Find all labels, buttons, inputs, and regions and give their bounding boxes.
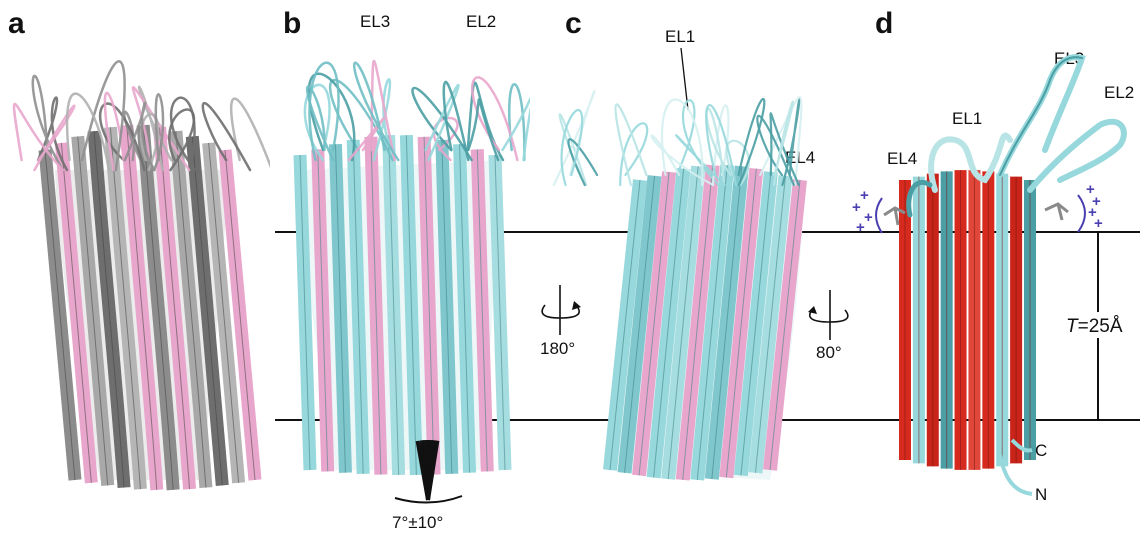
- barrel-structure-c: [554, 91, 805, 480]
- rotation-label-180: 180°: [540, 339, 575, 358]
- charge-plus: +: [864, 209, 873, 226]
- terminus-label-n: N: [1035, 485, 1047, 504]
- loop-label-el3-b: EL3: [360, 12, 390, 31]
- panel-letter-a: a: [8, 7, 25, 40]
- rotation-indicator-180: 180°: [540, 285, 581, 358]
- loop-label-el2-b: EL2: [466, 12, 496, 31]
- rotation-indicator-80: 80°: [808, 290, 848, 362]
- tilt-angle-label: 7°±10°: [392, 513, 443, 532]
- rotation-label-80: 80°: [816, 343, 842, 362]
- charge-plus: +: [852, 199, 861, 216]
- loop-label-el4-d: EL4: [887, 149, 917, 168]
- charge-plus: +: [860, 187, 869, 204]
- panel-a: a: [8, 7, 272, 490]
- thickness-label: T=25Å: [1066, 316, 1123, 337]
- charge-cluster-right: + + + +: [1045, 181, 1103, 232]
- panel-b: b EL3 EL2 7°±10°: [283, 7, 538, 532]
- loop-label-el1-d: EL1: [952, 109, 982, 128]
- panel-c: c EL1 EL4: [554, 7, 815, 480]
- panel-letter-d: d: [875, 7, 893, 40]
- charge-plus: +: [856, 219, 865, 236]
- loop-label-el2-d: EL2: [1104, 83, 1134, 102]
- barrel-structure-d: [905, 170, 1030, 470]
- terminus-label-c: C: [1035, 441, 1047, 460]
- loop-label-el1-c: EL1: [665, 27, 695, 46]
- panel-letter-c: c: [565, 7, 582, 40]
- charge-plus: +: [1094, 215, 1103, 232]
- barrel-structure-a: [14, 61, 272, 490]
- barrel-structure-b: [298, 61, 538, 475]
- panel-d: d EL3 EL2 EL1 EL4 + + + + + +: [852, 7, 1140, 504]
- charge-cluster-left: + + + +: [852, 187, 905, 236]
- panel-letter-b: b: [283, 7, 301, 40]
